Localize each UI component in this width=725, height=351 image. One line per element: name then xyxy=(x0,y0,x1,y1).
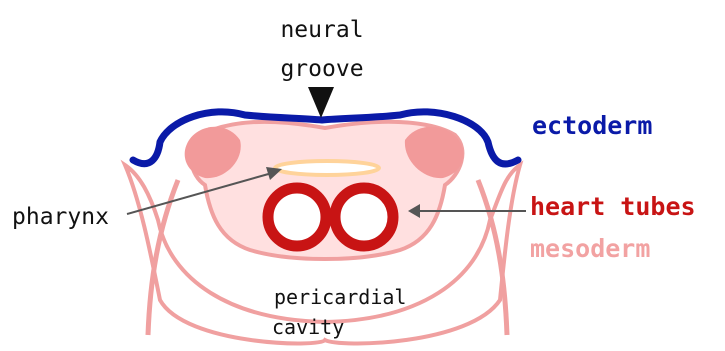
neural-groove-arrow xyxy=(308,87,334,118)
heart-tubes-label: heart tubes xyxy=(530,192,696,221)
pharynx-shape xyxy=(275,161,379,175)
heart-tube-left xyxy=(268,188,326,246)
neural-groove-label-line1: neural xyxy=(280,17,363,43)
ectoderm-label: ectoderm xyxy=(532,111,652,140)
pharynx-label: pharynx xyxy=(12,204,109,230)
neural-groove-label-line2: groove xyxy=(280,56,363,82)
pericardial-cavity-label-line1: pericardial xyxy=(274,285,406,309)
mesoderm-label: mesoderm xyxy=(530,234,650,263)
heart-tube-right xyxy=(335,188,393,246)
pericardial-cavity-label-line2: cavity xyxy=(272,315,344,339)
